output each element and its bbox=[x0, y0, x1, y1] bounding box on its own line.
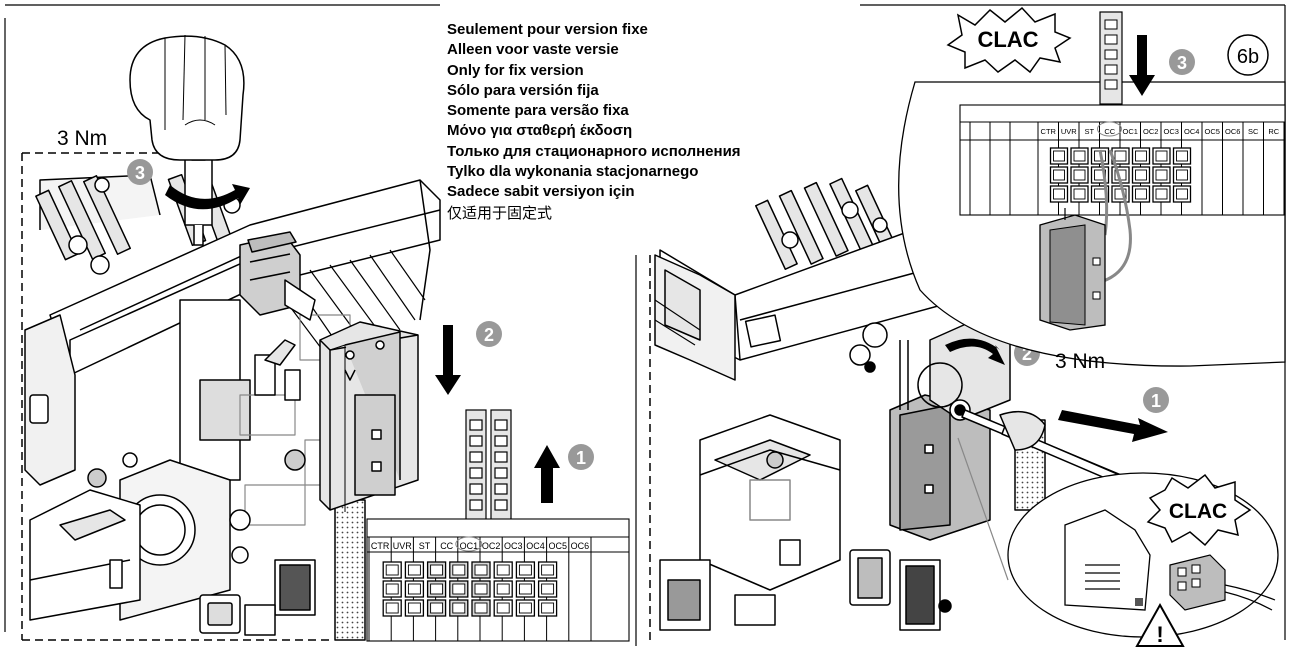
right-terminal-label: UVR bbox=[1061, 127, 1077, 136]
zoom-bubble-top: CTR UVR ST CC OC1 OC2 OC3 OC4 OC5 OC6 SC RC 6b bbox=[898, 11, 1286, 367]
step-3-left: 3 bbox=[135, 163, 145, 183]
clac-burst-top: CLAC bbox=[946, 6, 1072, 74]
left-terminal-label: OC6 bbox=[571, 541, 590, 551]
step-2-left: 2 bbox=[484, 325, 494, 345]
figure-number-badge: 6b bbox=[1237, 46, 1259, 68]
right-terminal-label: OC1 bbox=[1123, 127, 1138, 136]
step-1-left: 1 bbox=[576, 448, 586, 468]
right-terminal-label: SC bbox=[1248, 127, 1259, 136]
left-terminal-label: OC2 bbox=[482, 541, 501, 551]
left-panel-illustration bbox=[21, 34, 441, 641]
left-step-markers: 3 2 1 bbox=[127, 159, 594, 470]
right-terminal-label: OC3 bbox=[1164, 127, 1179, 136]
right-terminal-strip: CTR UVR ST CC OC1 OC2 OC3 OC4 OC5 OC6 SC RC bbox=[959, 104, 1286, 216]
clac-text-bottom: CLAC bbox=[1169, 500, 1227, 523]
version-note-ru: Только для стационарного исполнения bbox=[447, 142, 741, 160]
torque-label-right: 3 Nm bbox=[1055, 350, 1106, 373]
right-terminal-label: CC bbox=[1104, 127, 1115, 136]
left-terminal-label: CC bbox=[440, 541, 453, 551]
version-note-pt: Somente para versão fixa bbox=[447, 102, 629, 120]
zoom-bubble-bottom: ! bbox=[1007, 472, 1279, 647]
step-3-right: 3 bbox=[1177, 53, 1187, 73]
left-terminal-label: ST bbox=[419, 541, 431, 551]
version-note-es: Sólo para versión fija bbox=[447, 81, 599, 99]
right-terminal-label: OC6 bbox=[1225, 127, 1240, 136]
left-connectors bbox=[465, 409, 512, 523]
arrow-up-icon bbox=[534, 445, 560, 503]
right-terminal-label: OC5 bbox=[1205, 127, 1220, 136]
clac-text-top: CLAC bbox=[977, 27, 1038, 52]
left-arrows bbox=[435, 325, 560, 503]
left-terminal-label: OC5 bbox=[548, 541, 567, 551]
right-terminal-label: ST bbox=[1084, 127, 1094, 136]
clac-burst-bottom: CLAC bbox=[1146, 473, 1252, 547]
left-terminal-label: CTR bbox=[371, 541, 390, 551]
torque-label-left: 3 Nm bbox=[57, 127, 108, 150]
arrow-down-icon bbox=[1129, 35, 1155, 96]
warning-icon bbox=[1135, 602, 1185, 647]
version-note-en: Only for fix version bbox=[447, 61, 584, 79]
right-terminal-label: OC2 bbox=[1143, 127, 1158, 136]
left-terminal-label: OC1 bbox=[460, 541, 479, 551]
right-terminal-label: RC bbox=[1268, 127, 1279, 136]
left-terminal-label: OC3 bbox=[504, 541, 523, 551]
version-note-el: Μόνο για σταθερή έκδοση bbox=[447, 122, 633, 140]
version-note-list: Seulement pour version fixe Alleen voor … bbox=[447, 20, 847, 223]
right-terminal-label: OC4 bbox=[1184, 127, 1199, 136]
version-note-pl: Tylko dla wykonania stacjonarnego bbox=[447, 163, 699, 181]
right-panel-illustration bbox=[649, 177, 1226, 640]
version-note-fr: Seulement pour version fixe bbox=[447, 21, 648, 38]
version-note-nl: Alleen voor vaste versie bbox=[447, 41, 619, 59]
step-2-right: 2 bbox=[1022, 344, 1032, 364]
right-terminal-label: CTR bbox=[1041, 127, 1057, 136]
version-note-tr: Sadece sabit versiyon için bbox=[447, 183, 635, 201]
version-note-zh: 仅适用于固定式 bbox=[447, 203, 553, 222]
left-terminal-label: OC4 bbox=[526, 541, 545, 551]
left-terminal-label: UVR bbox=[393, 541, 413, 551]
arrow-down-icon bbox=[435, 325, 461, 395]
step-1-right: 1 bbox=[1151, 391, 1161, 411]
svg-text:!: ! bbox=[1156, 622, 1163, 647]
